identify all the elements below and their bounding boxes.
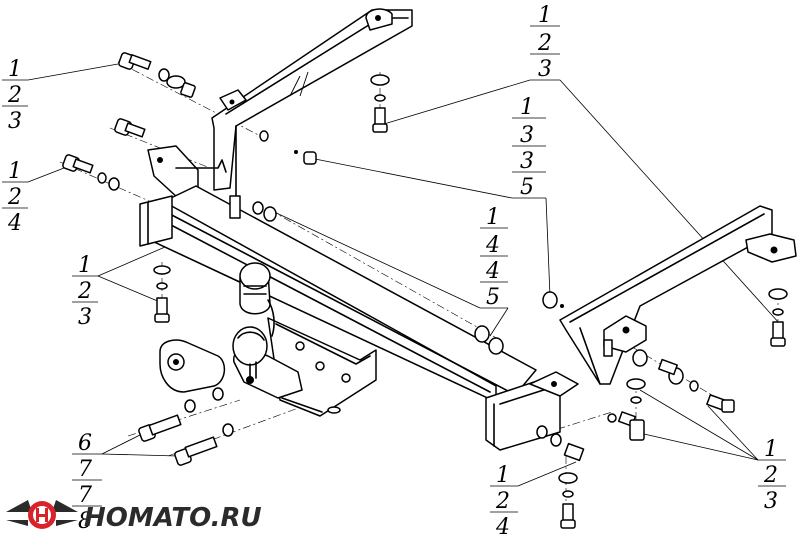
callout-number: 7 — [78, 457, 92, 482]
callout-number: 5 — [486, 285, 500, 310]
bolt — [114, 118, 317, 165]
bolt — [632, 349, 735, 413]
bolt — [768, 288, 788, 347]
logo-text: HOMATO.RU — [84, 503, 262, 533]
bolt — [153, 265, 171, 323]
callout-number: 2 — [537, 31, 552, 56]
bolt — [229, 195, 277, 222]
callout-right-top: 1 2 3 — [383, 3, 781, 325]
callout-number: 2 — [763, 463, 778, 488]
left-mounting-bracket — [147, 8, 413, 199]
bolt — [118, 52, 196, 98]
callout-number: 2 — [7, 83, 22, 108]
callout-number: 1 — [764, 437, 778, 462]
callout-number: 1 — [520, 95, 534, 120]
callout-left-top: 1 2 3 — [2, 57, 119, 134]
nut — [474, 291, 564, 355]
callout-number: 2 — [7, 185, 22, 210]
callout-bottom-left: 6 7 7 8 — [72, 431, 179, 534]
bolt — [536, 425, 585, 529]
callout-left-mid: 1 2 4 — [2, 159, 65, 236]
tow-ball-assembly — [159, 262, 377, 417]
wing-logo-icon — [6, 500, 78, 529]
brand-logo: HOMATO.RU — [6, 500, 262, 533]
callout-left-lower: 1 2 3 — [72, 217, 233, 330]
fasteners — [62, 52, 788, 529]
callout-number: 3 — [520, 123, 534, 148]
callout-number: 3 — [78, 305, 92, 330]
callout-bottom-right: 1 2 3 — [639, 389, 786, 514]
callout-number: 1 — [496, 463, 510, 488]
callout-bottom-center: 1 2 4 — [490, 461, 577, 540]
callout-number: 5 — [520, 175, 534, 200]
axis-lines — [59, 61, 779, 528]
callout-number: 3 — [764, 489, 778, 514]
callout-number: 1 — [8, 57, 22, 82]
bolt — [607, 378, 646, 441]
callout-number: 2 — [77, 279, 92, 304]
callout-number: 7 — [78, 483, 92, 508]
callout-number: 4 — [495, 515, 510, 540]
right-mounting-bracket — [559, 205, 797, 385]
callout-number: 3 — [8, 109, 22, 134]
callout-center: 1 4 4 5 — [269, 205, 509, 337]
callout-number: 4 — [7, 211, 22, 236]
bolt — [62, 154, 120, 191]
callout-number: 4 — [485, 233, 500, 258]
callout-number: 1 — [486, 205, 500, 230]
bolt — [370, 74, 390, 133]
callout-number: 1 — [78, 253, 92, 278]
callout-number: 3 — [538, 57, 552, 82]
bolt — [138, 387, 234, 466]
callout-right-second: 1 3 3 5 — [309, 95, 551, 297]
callout-number: 1 — [538, 3, 552, 28]
callout-number: 6 — [78, 431, 92, 456]
callout-number: 4 — [485, 259, 500, 284]
main-crossbeam — [139, 185, 579, 451]
callout-number: 3 — [520, 149, 534, 174]
callout-number: 1 — [8, 159, 22, 184]
callout-number: 2 — [495, 489, 510, 514]
callout-number: 8 — [78, 509, 92, 534]
